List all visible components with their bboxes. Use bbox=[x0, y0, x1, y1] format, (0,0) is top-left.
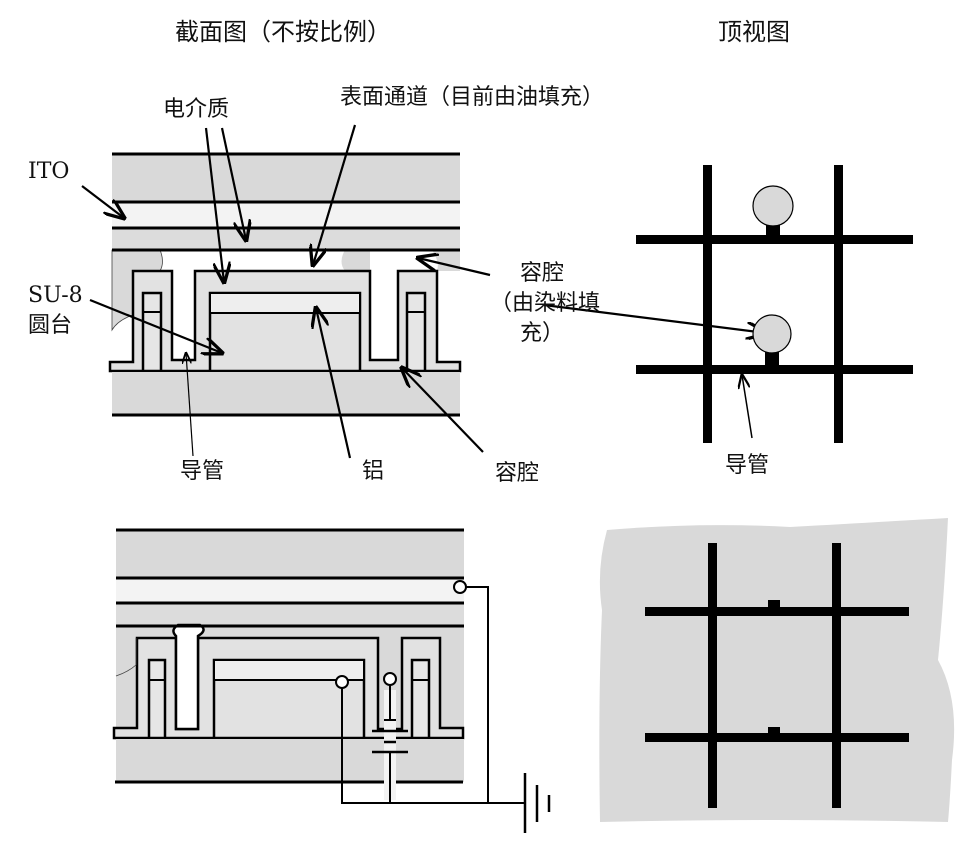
top-view-filled bbox=[599, 518, 955, 822]
electrode-terminal bbox=[335, 675, 349, 689]
leader-arrows bbox=[81, 124, 766, 459]
electrode-terminal bbox=[383, 672, 397, 686]
electrode-terminal bbox=[453, 580, 467, 594]
label-conduit: 导管 bbox=[180, 459, 224, 484]
label-conduit-top-view: 导管 bbox=[725, 453, 769, 478]
label-cavity: 容腔 bbox=[495, 461, 539, 486]
top-view-grid bbox=[636, 165, 913, 443]
title-cross-section: 截面图（不按比例） bbox=[175, 18, 391, 46]
cross-section-bottom bbox=[112, 528, 465, 784]
label-su8-2: 圆台 bbox=[28, 313, 72, 338]
label-surface-channel: 表面通道（目前由油填充） bbox=[340, 85, 604, 110]
electrical-circuit bbox=[335, 580, 551, 833]
label-cavity-dye-2: （由染料填 bbox=[490, 291, 600, 316]
dye-cavity-circle bbox=[752, 314, 792, 354]
label-cavity-dye-1: 容腔 bbox=[520, 261, 564, 286]
cross-section-top bbox=[108, 152, 462, 417]
label-su8-1: SU-8 bbox=[28, 283, 83, 308]
label-cavity-dye-3: 充） bbox=[520, 321, 564, 346]
label-aluminum: 铝 bbox=[362, 459, 384, 484]
label-ito: ITO bbox=[28, 159, 69, 184]
label-dielectric: 电介质 bbox=[163, 97, 229, 122]
title-top-view: 顶视图 bbox=[718, 18, 790, 46]
dye-cavity-circle bbox=[752, 185, 794, 227]
